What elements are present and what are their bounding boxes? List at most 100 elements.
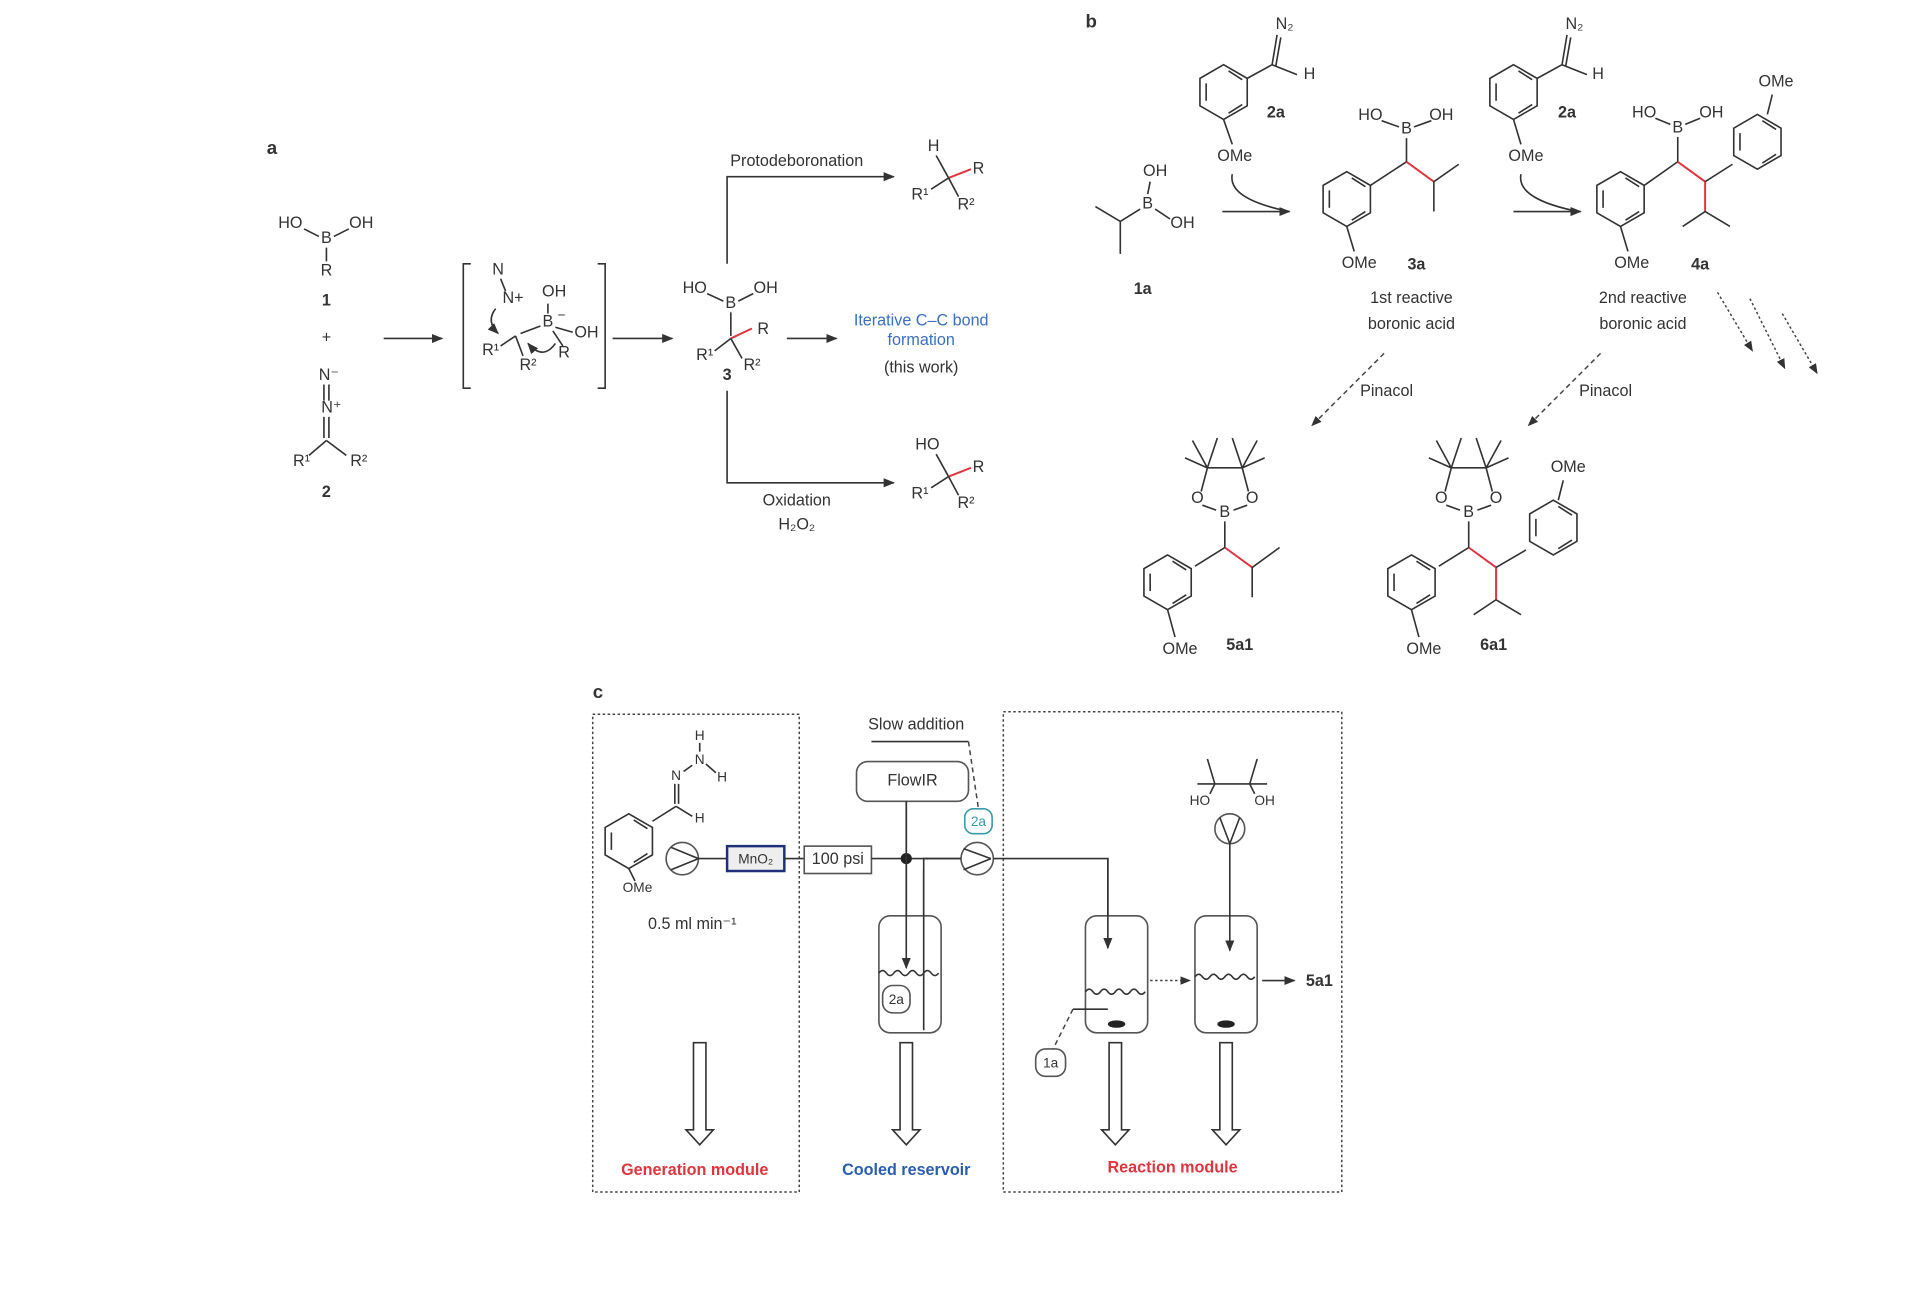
compound-3: HO OH B R R¹ R² 3 xyxy=(683,279,778,384)
compound-2a-second: N₂ H 2a OMe xyxy=(1489,15,1604,213)
panel-a: a HO OH B R 1 + N⁻ N⁺ R¹ R² 2 N N+ OH B xyxy=(267,137,989,533)
c5a1-ome: OMe xyxy=(1163,640,1198,658)
plus-sign: + xyxy=(322,329,331,347)
oxidant-label: H₂O₂ xyxy=(778,515,815,533)
c5a1-o2: O xyxy=(1246,489,1259,507)
int-b: B xyxy=(543,313,554,331)
c6a1-o2: O xyxy=(1490,489,1503,507)
pinacol-label-2: Pinacol xyxy=(1579,382,1632,400)
curved-arrow-icon xyxy=(527,342,557,355)
flowir-label: FlowIR xyxy=(887,772,937,790)
c4a-label: 4a xyxy=(1691,255,1710,273)
compound-1a: OH B OH 1a xyxy=(1094,162,1195,298)
hz-n2: N xyxy=(671,768,681,783)
c1-label: 1 xyxy=(322,291,331,309)
c6a1-o1: O xyxy=(1435,489,1448,507)
c1a-b: B xyxy=(1142,194,1153,212)
c1a-oh1: OH xyxy=(1143,162,1167,180)
panel-label-a: a xyxy=(267,137,278,158)
compound-4a: HO B OH OMe OMe 4a 2nd reactive boronic … xyxy=(1596,72,1794,333)
flowir-box xyxy=(855,760,970,803)
c2-r1: R¹ xyxy=(293,452,311,470)
cooled-reservoir-label: Cooled reservoir xyxy=(842,1161,971,1179)
c2-n-minus: N⁻ xyxy=(319,366,339,384)
c2-n-plus: N⁺ xyxy=(321,398,341,416)
int-n: N xyxy=(492,260,504,278)
c2a2-h: H xyxy=(1592,65,1604,83)
flow-rate: 0.5 ml min⁻¹ xyxy=(648,915,737,933)
c5a1-b: B xyxy=(1219,503,1230,521)
pinacol-ho: HO xyxy=(1190,793,1211,808)
back-pressure-regulator xyxy=(803,845,873,875)
c3-b: B xyxy=(725,294,736,312)
c3-label: 3 xyxy=(723,366,732,384)
reaction-module-box xyxy=(1002,711,1343,1193)
c1-ho: HO xyxy=(278,214,302,232)
c1a-oh2: OH xyxy=(1170,214,1194,232)
reaction-vessel-1 xyxy=(1084,915,1149,1034)
pinacol-oh: OH xyxy=(1254,793,1275,808)
c6a1-b: B xyxy=(1463,503,1474,521)
int-r1: R¹ xyxy=(482,341,500,359)
c3a-caption-1: 1st reactive xyxy=(1370,289,1453,307)
panel-label-b: b xyxy=(1085,10,1096,31)
compound-3a: HO B OH OMe 3a 1st reactive boronic acid xyxy=(1322,106,1460,333)
c6a1-ome2: OMe xyxy=(1551,458,1586,476)
panel-label-c: c xyxy=(593,681,603,702)
compound-2a-first: N₂ H 2a OMe xyxy=(1199,15,1315,213)
panel-c: c H N H N H OMe 0.5 ml min⁻¹ MnO₂ 100 ps… xyxy=(591,681,1343,1193)
this-work-note: (this work) xyxy=(884,359,959,377)
int-r: R xyxy=(558,344,570,362)
c2a-n2: N₂ xyxy=(1276,15,1294,33)
pp-r1: R¹ xyxy=(911,186,929,204)
product-5a1-label: 5a1 xyxy=(1306,972,1333,990)
tag-1a xyxy=(1034,1048,1067,1078)
c4a-caption-1: 2nd reactive xyxy=(1599,289,1687,307)
c4a-ome2: OMe xyxy=(1614,254,1649,272)
pp-r: R xyxy=(973,159,985,177)
oxidation-product: HO R R¹ R² xyxy=(911,436,984,512)
tag-1a-label: 1a xyxy=(1043,1056,1059,1071)
iterative-line1: Iterative C–C bond xyxy=(854,311,989,329)
compound-5a1: O O B OMe 5a1 xyxy=(1143,437,1281,658)
oxidation-label: Oxidation xyxy=(763,492,831,510)
compound-1: HO OH B R 1 xyxy=(278,214,373,309)
pp-r2: R² xyxy=(957,196,975,214)
hz-h3: H xyxy=(695,810,705,825)
pinacol-structure: HO OH xyxy=(1190,758,1275,808)
c3a-ho: HO xyxy=(1358,106,1382,124)
c1a-label: 1a xyxy=(1134,280,1153,298)
int-n-plus: N+ xyxy=(503,289,524,307)
c3a-b: B xyxy=(1401,120,1412,138)
tag-2a-reservoir xyxy=(881,984,911,1014)
c5a1-o1: O xyxy=(1191,489,1204,507)
c1-oh: OH xyxy=(349,214,373,232)
c4a-oh: OH xyxy=(1699,103,1723,121)
generation-module-label: Generation module xyxy=(621,1161,768,1179)
op-ho: HO xyxy=(915,436,939,454)
protodeboronation-arrow xyxy=(726,172,895,264)
c5a1-label: 5a1 xyxy=(1226,636,1253,654)
oxidation-arrow xyxy=(726,390,895,488)
curved-arrow-icon xyxy=(487,308,499,335)
reaction-module-label: Reaction module xyxy=(1107,1159,1237,1177)
pp-h: H xyxy=(928,137,940,155)
c4a-ome1: OMe xyxy=(1759,72,1794,90)
tag-2a-top-label: 2a xyxy=(971,814,987,829)
c3a-oh: OH xyxy=(1429,106,1453,124)
compound-6a1: O O B OMe OMe 6a1 xyxy=(1387,437,1586,658)
c3a-label: 3a xyxy=(1407,255,1426,273)
iteration-arrows xyxy=(1716,292,1818,375)
c3a-ome: OMe xyxy=(1342,254,1377,272)
op-r2: R² xyxy=(957,494,975,512)
c4a-ho: HO xyxy=(1632,103,1656,121)
c2a2-n2: N₂ xyxy=(1565,15,1583,33)
down-arrow-icon xyxy=(890,1041,922,1146)
op-r1: R¹ xyxy=(911,484,929,502)
c3-r: R xyxy=(757,320,769,338)
c2-r2: R² xyxy=(350,452,368,470)
down-arrow-icon xyxy=(1099,1041,1131,1146)
int-r2: R² xyxy=(519,356,537,374)
tag-2a-reservoir-label: 2a xyxy=(889,992,905,1007)
stir-bar-icon xyxy=(1217,1020,1235,1028)
